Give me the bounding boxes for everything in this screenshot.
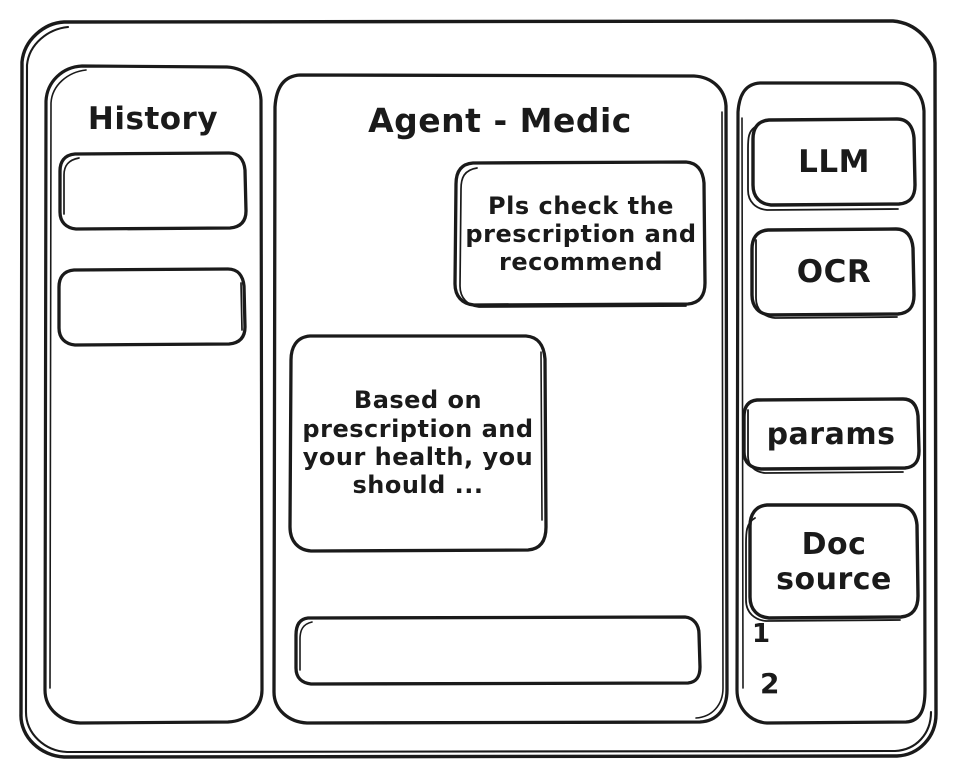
user-message-bubble-outline: [453, 160, 707, 308]
composer-input[interactable]: [295, 616, 701, 685]
app-window-frame: [19, 19, 938, 759]
params-card-outline: [742, 397, 921, 474]
history-item-1[interactable]: [59, 152, 247, 230]
history-item-2[interactable]: [58, 268, 246, 346]
history-item-1-outline: [58, 151, 248, 231]
ocr-card[interactable]: [751, 228, 915, 316]
assistant-message-bubble: [290, 335, 547, 552]
history-item-2-outline: [57, 267, 247, 347]
assistant-message-bubble-outline: [288, 334, 548, 553]
llm-card-outline: [747, 117, 917, 211]
doc-source-card-outline: [745, 503, 920, 622]
user-message-bubble: [455, 161, 706, 307]
llm-card[interactable]: [752, 118, 916, 206]
main-panel-outline: [272, 73, 729, 725]
composer-input-outline: [294, 615, 702, 686]
doc-source-card[interactable]: [749, 504, 919, 619]
history-panel-outline: [43, 64, 264, 725]
ocr-card-outline: [750, 227, 916, 319]
params-card[interactable]: [743, 398, 920, 470]
tools-panel-outline: [735, 81, 927, 725]
